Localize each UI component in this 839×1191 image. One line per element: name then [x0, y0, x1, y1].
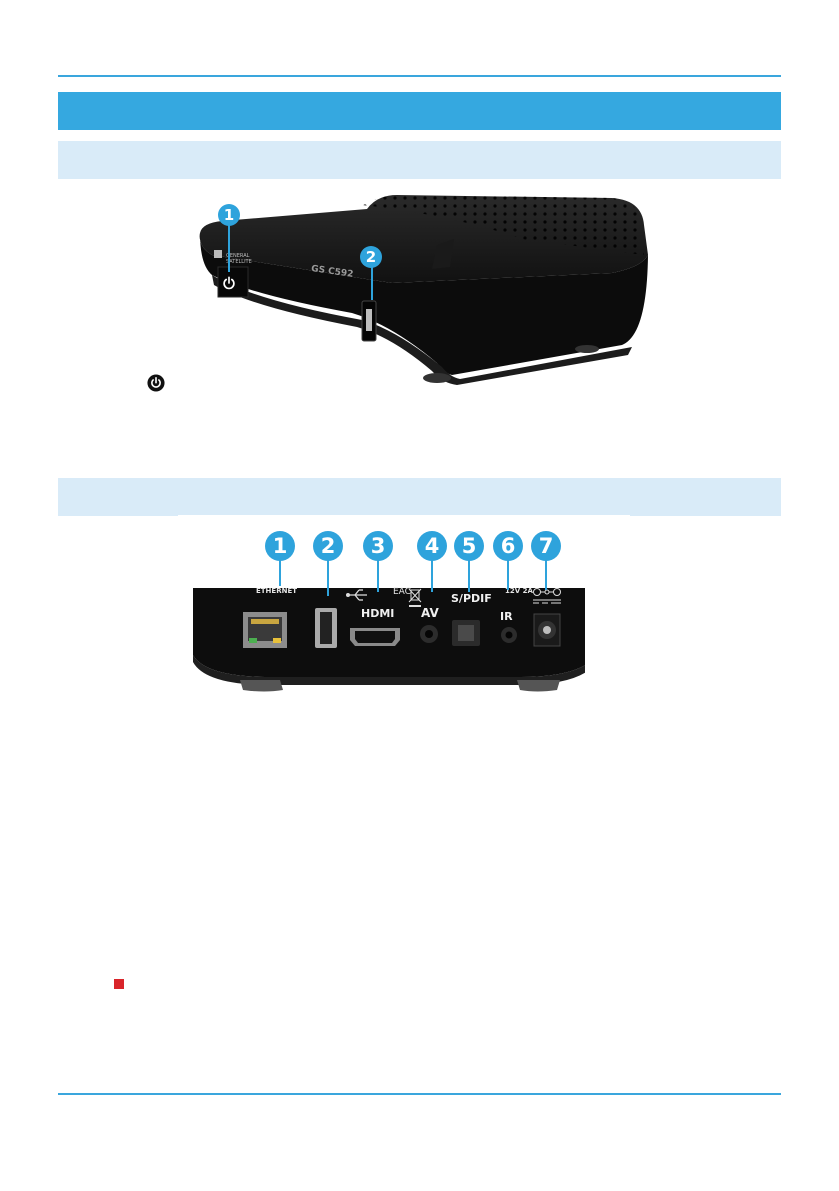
eac-mark: EAC [393, 587, 411, 597]
front-panel-photo: GENERAL SATELLITE [199, 195, 648, 385]
front-power-button-icon [223, 276, 235, 290]
rear-callout-4: 4 [417, 531, 447, 561]
ethernet-port-label: ETHERNET [256, 587, 298, 595]
front-panel-subheader-band [58, 141, 781, 179]
front-callout-leader-2 [371, 265, 373, 300]
rear-callout-1: 1 [265, 531, 295, 561]
rear-callout-leader-6 [507, 556, 509, 590]
rear-callout-leader-1 [279, 556, 281, 586]
rear-callout-2: 2 [313, 531, 343, 561]
top-rule [58, 75, 781, 77]
rear-callout-leader-4 [431, 556, 433, 592]
bottom-rule [58, 1093, 781, 1095]
rear-callout-7: 7 [531, 531, 561, 561]
rear-callout-leader-5 [468, 556, 470, 592]
rear-callout-5: 5 [454, 531, 484, 561]
rear-panel-photo [193, 588, 585, 692]
hdmi-port-label: HDMI [361, 607, 395, 620]
ir-port-label: IR [500, 610, 513, 623]
av-port-label: AV [421, 606, 439, 620]
svg-text:GENERAL: GENERAL [226, 253, 250, 259]
front-callout-leader-1 [228, 224, 230, 272]
rear-panel-subheader-band [58, 478, 781, 516]
front-callout-2: 2 [360, 246, 382, 268]
rear-callout-6: 6 [493, 531, 523, 561]
power-icon [147, 374, 165, 392]
rear-callout-leader-3 [377, 556, 379, 592]
rear-callout-leader-7 [545, 556, 547, 590]
section-header-band [58, 92, 781, 130]
spdif-port-label: S/PDIF [451, 592, 492, 605]
rear-callout-3: 3 [363, 531, 393, 561]
svg-text:SATELLITE: SATELLITE [226, 259, 252, 265]
front-callout-1: 1 [218, 204, 240, 226]
power-rating-label: 12V 2A [505, 587, 533, 595]
bullet-marker [114, 979, 124, 989]
rear-callout-leader-2 [327, 556, 329, 596]
